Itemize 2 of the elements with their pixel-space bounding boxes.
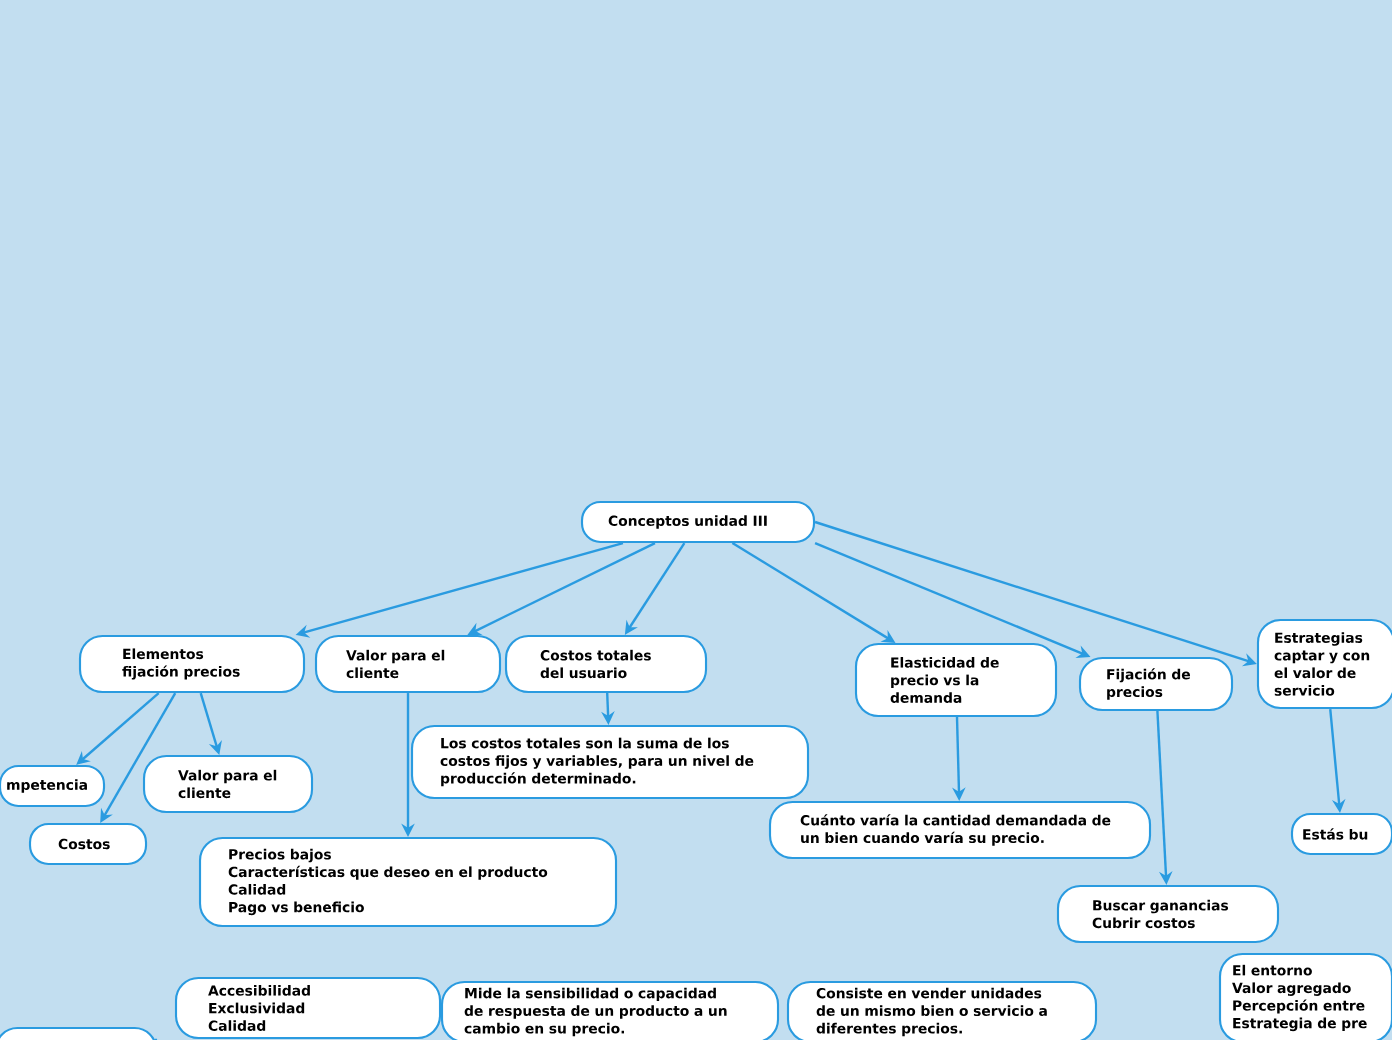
arrow <box>76 692 160 765</box>
empty-box <box>0 1026 158 1040</box>
